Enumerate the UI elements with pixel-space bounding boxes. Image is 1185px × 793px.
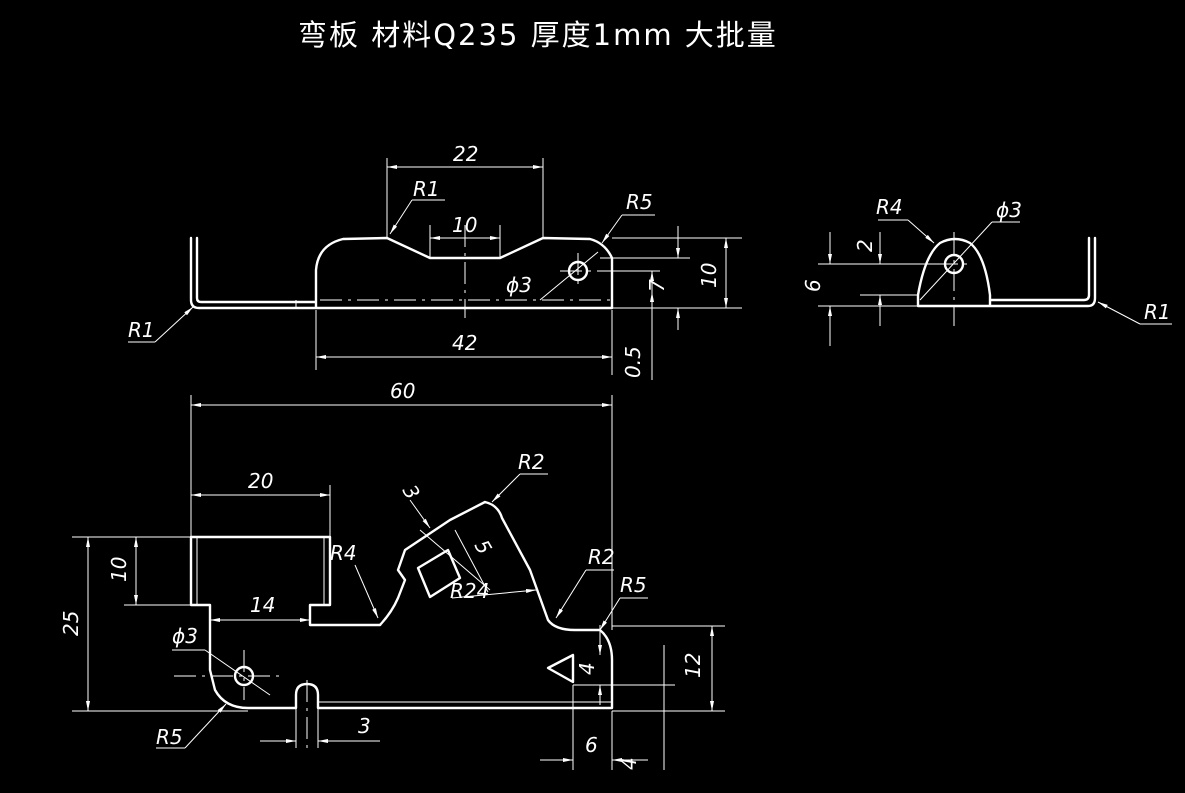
label-phi3-front: ϕ3 xyxy=(506,273,532,297)
dim-60: 60 xyxy=(390,379,415,403)
dim-25: 25 xyxy=(59,611,83,636)
front-view: 22 R1 10 R5 ϕ3 42 7 0.5 10 xyxy=(128,142,742,380)
label-r24: R24 xyxy=(450,579,489,603)
dim-42: 42 xyxy=(452,331,477,355)
flat-pattern-view: 60 20 25 10 14 R4 ϕ3 R5 3 xyxy=(59,379,725,770)
dim-12: 12 xyxy=(681,653,705,678)
dim-7: 7 xyxy=(645,279,669,292)
front-view-outline xyxy=(189,236,614,310)
label-r2-top: R2 xyxy=(518,450,545,474)
dim-14: 14 xyxy=(250,593,275,617)
flat-slot xyxy=(416,548,462,599)
dim-05: 0.5 xyxy=(621,346,645,378)
dim-6-flat: 6 xyxy=(585,733,598,757)
label-r4-flat: R4 xyxy=(330,541,357,565)
flat-pattern-outline xyxy=(189,500,614,710)
side-view-outline xyxy=(916,236,1097,308)
label-r4-side: R4 xyxy=(876,195,903,219)
label-phi3-side: ϕ3 xyxy=(996,198,1022,222)
label-r5-right: R5 xyxy=(620,573,647,597)
dim-22: 22 xyxy=(453,142,478,166)
dim-5-slot: 5 xyxy=(470,536,497,559)
dim-2: 2 xyxy=(853,239,877,252)
label-r5-flat: R5 xyxy=(156,725,183,749)
dim-10-flat: 10 xyxy=(107,557,131,582)
dim-10-right: 10 xyxy=(697,263,721,288)
label-r5-front: R5 xyxy=(626,190,653,214)
dim-20: 20 xyxy=(248,469,273,493)
label-r1-side: R1 xyxy=(1144,300,1171,324)
dim-4-bottom: 4 xyxy=(617,757,641,770)
label-r2-right: R2 xyxy=(588,545,615,569)
flat-triangle-notch xyxy=(546,653,575,684)
label-phi3-flat: ϕ3 xyxy=(172,624,198,648)
dim-3-slot: 3 xyxy=(398,481,425,504)
label-r1-left: R1 xyxy=(128,318,155,342)
label-r1-top: R1 xyxy=(413,177,440,201)
dim-3-bottom: 3 xyxy=(358,714,371,738)
drawing-title: 弯板 材料Q235 厚度1mm 大批量 xyxy=(298,18,778,52)
dim-10-top: 10 xyxy=(452,213,477,237)
dim-4-right: 4 xyxy=(575,662,599,675)
side-view: R4 ϕ3 2 6 R1 xyxy=(801,195,1172,346)
dim-6: 6 xyxy=(801,279,825,292)
